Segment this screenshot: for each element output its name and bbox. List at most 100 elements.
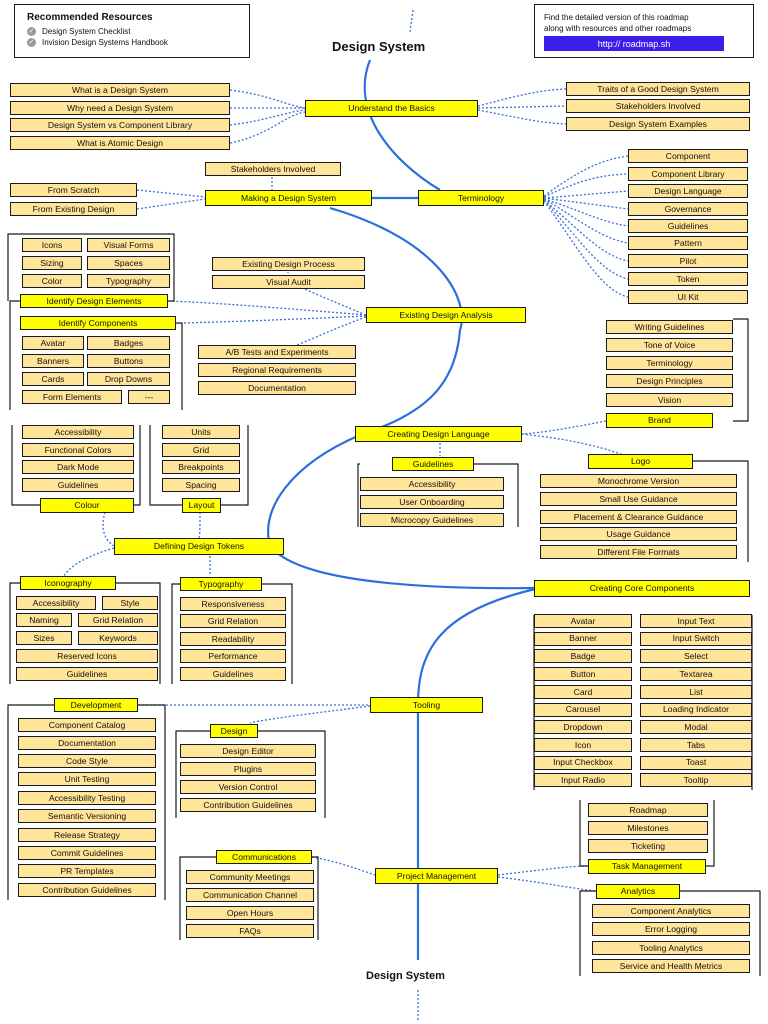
- components-item[interactable]: Badges: [87, 336, 170, 350]
- core-component-item[interactable]: Tabs: [640, 737, 752, 752]
- components-item[interactable]: ---: [128, 390, 170, 404]
- core-component-item[interactable]: Tooltip: [640, 773, 752, 788]
- communications-item[interactable]: Community Meetings: [186, 870, 314, 884]
- core-component-item[interactable]: Icon: [534, 737, 632, 752]
- terminology[interactable]: Terminology: [418, 190, 544, 206]
- logo-item[interactable]: Small Use Guidance: [540, 492, 737, 506]
- iconography-item[interactable]: Grid Relation: [78, 613, 158, 627]
- components-item[interactable]: Buttons: [87, 354, 170, 368]
- brand-item[interactable]: Writing Guidelines: [606, 320, 733, 334]
- layout-item[interactable]: Spacing: [162, 478, 240, 492]
- typography-item[interactable]: Performance: [180, 649, 286, 663]
- brand-item[interactable]: Design Principles: [606, 374, 733, 388]
- typography-item[interactable]: Readability: [180, 632, 286, 646]
- basics-right[interactable]: Stakeholders Involved: [566, 99, 750, 113]
- core-component-item[interactable]: Select: [640, 649, 752, 664]
- layout-item[interactable]: Grid: [162, 443, 240, 457]
- design-elements-item[interactable]: Sizing: [22, 256, 82, 270]
- components-item[interactable]: Form Elements: [22, 390, 122, 404]
- iconography-item[interactable]: Naming: [16, 613, 72, 627]
- typography-item[interactable]: Responsiveness: [180, 597, 286, 611]
- analysis-top[interactable]: Visual Audit: [212, 275, 365, 289]
- roadmap-link-button[interactable]: http:// roadmap.sh: [544, 36, 724, 51]
- basics-right[interactable]: Design System Examples: [566, 117, 750, 131]
- core-component-item[interactable]: Input Switch: [640, 631, 752, 646]
- design-elements-item[interactable]: Icons: [22, 238, 82, 252]
- analytics[interactable]: Analytics: [596, 884, 680, 899]
- basics-left[interactable]: What is a Design System: [10, 83, 230, 97]
- communications-item[interactable]: Open Hours: [186, 906, 314, 920]
- core-component-item[interactable]: Modal: [640, 720, 752, 735]
- components-item[interactable]: Cards: [22, 372, 84, 386]
- brand-item[interactable]: Tone of Voice: [606, 338, 733, 352]
- analysis-bottom[interactable]: Documentation: [198, 381, 356, 395]
- brand[interactable]: Brand: [606, 413, 713, 428]
- basics-right[interactable]: Traits of a Good Design System: [566, 82, 750, 96]
- making-left[interactable]: From Scratch: [10, 183, 137, 197]
- tooling[interactable]: Tooling: [370, 697, 483, 713]
- analysis-bottom[interactable]: A/B Tests and Experiments: [198, 345, 356, 359]
- task-management[interactable]: Task Management: [588, 859, 706, 874]
- colour-item[interactable]: Dark Mode: [22, 460, 134, 474]
- core-component-item[interactable]: Input Text: [640, 614, 752, 628]
- core-component-item[interactable]: Card: [534, 684, 632, 699]
- creating-core-components[interactable]: Creating Core Components: [534, 580, 750, 597]
- design-elements-item[interactable]: Color: [22, 274, 82, 288]
- iconography-item[interactable]: Reserved Icons: [16, 649, 158, 663]
- development-item[interactable]: PR Templates: [18, 864, 156, 878]
- defining-design-tokens[interactable]: Defining Design Tokens: [114, 538, 284, 555]
- logo[interactable]: Logo: [588, 454, 693, 469]
- analysis-top[interactable]: Existing Design Process: [212, 257, 365, 271]
- development-item[interactable]: Contribution Guidelines: [18, 883, 156, 897]
- communications-item[interactable]: Communication Channel: [186, 888, 314, 902]
- development-item[interactable]: Component Catalog: [18, 718, 156, 732]
- terminology-item[interactable]: Governance: [628, 202, 748, 216]
- terminology-item[interactable]: Pilot: [628, 254, 748, 268]
- terminology-item[interactable]: Token: [628, 272, 748, 286]
- components-item[interactable]: Banners: [22, 354, 84, 368]
- development-item[interactable]: Unit Testing: [18, 772, 156, 786]
- basics-left[interactable]: Why need a Design System: [10, 101, 230, 115]
- making-design-system[interactable]: Making a Design System: [205, 190, 372, 206]
- iconography-item[interactable]: Keywords: [78, 631, 158, 645]
- basics-left[interactable]: Design System vs Component Library: [10, 118, 230, 132]
- iconography-item[interactable]: Style: [102, 596, 158, 610]
- logo-item[interactable]: Usage Guidance: [540, 527, 737, 541]
- iconography-item[interactable]: Guidelines: [16, 667, 158, 681]
- analytics-item[interactable]: Component Analytics: [592, 904, 750, 918]
- development-item[interactable]: Code Style: [18, 754, 156, 768]
- guidelines-item[interactable]: Accessibility: [360, 477, 504, 491]
- communications[interactable]: Communications: [216, 850, 312, 864]
- design-item[interactable]: Version Control: [180, 780, 316, 794]
- development-item[interactable]: Accessibility Testing: [18, 791, 156, 805]
- guidelines-item[interactable]: Microcopy Guidelines: [360, 513, 504, 527]
- components-item[interactable]: Avatar: [22, 336, 84, 350]
- core-component-item[interactable]: Banner: [534, 631, 632, 646]
- colour-item[interactable]: Guidelines: [22, 478, 134, 492]
- core-component-item[interactable]: Avatar: [534, 614, 632, 628]
- task-item[interactable]: Ticketing: [588, 839, 708, 853]
- terminology-item[interactable]: Design Language: [628, 184, 748, 198]
- colour-item[interactable]: Accessibility: [22, 425, 134, 439]
- components-item[interactable]: Drop Downs: [87, 372, 170, 386]
- iconography[interactable]: Iconography: [20, 576, 116, 590]
- identify-components[interactable]: Identify Components: [20, 316, 176, 330]
- colour-item[interactable]: Functional Colors: [22, 443, 134, 457]
- typography[interactable]: Typography: [180, 577, 262, 591]
- core-component-item[interactable]: List: [640, 684, 752, 699]
- terminology-item[interactable]: UI Kit: [628, 290, 748, 304]
- core-component-item[interactable]: Textarea: [640, 667, 752, 682]
- colour[interactable]: Colour: [40, 498, 134, 513]
- project-management[interactable]: Project Management: [375, 868, 498, 884]
- terminology-item[interactable]: Component Library: [628, 167, 748, 181]
- existing-design-analysis[interactable]: Existing Design Analysis: [366, 307, 526, 323]
- core-component-item[interactable]: Input Checkbox: [534, 755, 632, 770]
- analytics-item[interactable]: Tooling Analytics: [592, 941, 750, 955]
- making-top[interactable]: Stakeholders Involved: [205, 162, 341, 176]
- logo-item[interactable]: Placement & Clearance Guidance: [540, 510, 737, 524]
- development-item[interactable]: Documentation: [18, 736, 156, 750]
- design-elements-item[interactable]: Visual Forms: [87, 238, 170, 252]
- terminology-item[interactable]: Pattern: [628, 236, 748, 250]
- design[interactable]: Design: [210, 724, 258, 738]
- design-elements-item[interactable]: Spaces: [87, 256, 170, 270]
